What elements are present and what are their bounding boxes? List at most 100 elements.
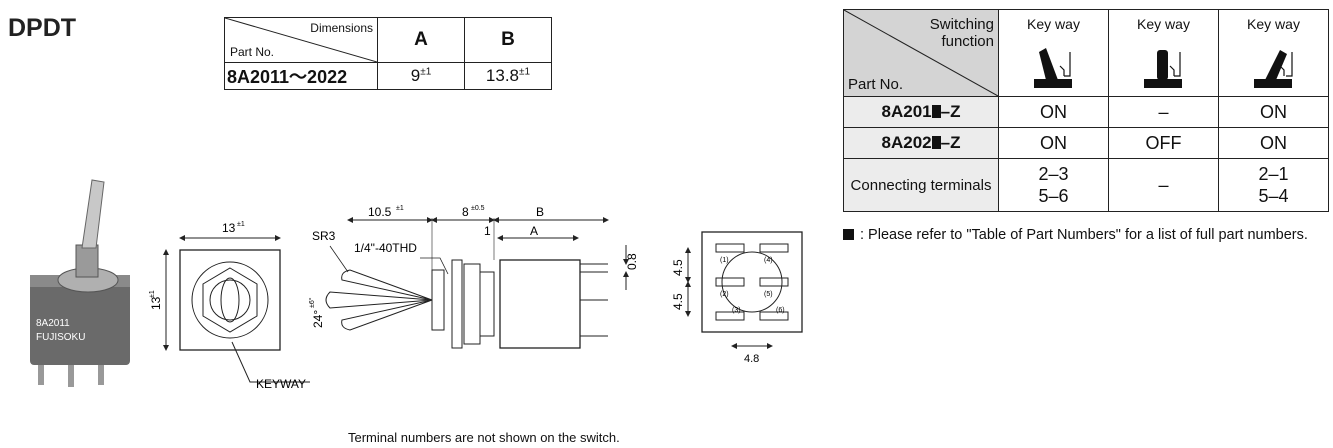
pitch-bottom-dim: 4.5 [671,293,685,310]
part-suffix: –Z [940,102,961,121]
part-number-cell-1: 8A201 –Z [843,96,999,128]
dimension-a-value: 9±1 [377,62,465,90]
switch-bushing [75,244,99,278]
lever-upper [341,269,433,301]
connecting-terminals-label: Connecting terminals [843,158,999,212]
dimensions-corner-cell: Dimensions Part No. [224,17,378,63]
front-width-dim: 13 [222,221,236,235]
corner-diagonal [225,18,377,62]
switch-photo: 8A2011 FUJISOKU [30,179,130,387]
corner-part-no-label: Part No. [230,45,275,59]
switch-print-model: 8A2011 [36,318,70,329]
technical-drawing: 8A2011 FUJISOKU 13 ±1 13 ±1 KEYWAY 10.5 … [30,179,803,391]
terminal-pad [759,277,789,287]
lever-center-icon [1144,50,1182,88]
row1-position-3: ON [1218,96,1329,128]
front-hex-nut [202,267,258,333]
hex-nut [463,263,481,345]
lever-center [325,291,433,309]
front-view: 13 ±1 13 ±1 KEYWAY [149,221,310,391]
terminal-number: (6) [776,307,785,314]
dim-a-label: A [530,224,538,238]
sr3-leader [329,245,349,273]
front-height-dim: 13 [149,296,163,310]
terminal-pin [38,365,44,385]
term-line-1: 2–1 [1258,164,1289,184]
front-height-tol: ±1 [149,290,156,298]
terminal-width-dim: 0.8 [625,253,639,270]
key-way-header-3: Key way [1218,9,1329,97]
lever-base [431,269,445,331]
terminal-pad [759,243,789,253]
terminal-pad [759,311,789,321]
part-prefix: 8A202 [881,133,932,152]
caption: Terminal numbers are not shown on the sw… [348,430,620,445]
dim-one-label: 1 [484,224,491,238]
a-value: 9 [410,66,421,85]
front-width-tol: ±1 [237,221,245,228]
lever-right-icon [1254,50,1293,88]
terminal-number: (4) [764,257,773,264]
terminals-position-2: – [1108,158,1219,212]
bushing-length-tol: ±0.5 [471,205,485,212]
bottom-view: (1) (4) (2) (5) (3) (6) 4.5 4.5 4.8 [671,231,803,365]
terminal-pad [715,277,745,287]
terminal-number: (1) [720,257,729,264]
row1-position-2: – [1108,96,1219,128]
function-word: function [941,33,994,50]
terminal-pad [715,243,745,253]
front-outline [179,249,281,351]
column-header-a: A [377,17,465,63]
footnote: : Please refer to "Table of Part Numbers… [843,226,1333,244]
key-way-label: Key way [1247,16,1300,32]
switching-part-no-label: Part No. [848,76,904,93]
footnote-text: : Please refer to "Table of Part Numbers… [860,227,1308,243]
term-line-2: 5–4 [1258,186,1289,206]
term-line-1: 2–3 [1038,164,1069,184]
square-bullet-icon [843,229,854,240]
placeholder-square-icon [931,136,941,149]
b-value: 13.8 [485,66,520,85]
lever-length-tol: ±1 [396,205,404,212]
bottom-outline [701,231,803,333]
terminal-pad [715,311,745,321]
switch-print-brand: FUJISOKU [36,332,85,343]
row2-position-3: ON [1218,127,1329,159]
part-suffix: –Z [940,133,961,152]
key-way-label: Key way [1137,16,1190,32]
a-tolerance: ±1 [420,66,432,78]
bushing-length-dim: 8 [462,205,469,219]
key-way-label: Key way [1027,16,1080,32]
lever-lower [341,299,433,331]
key-way-header-2: Key way [1108,9,1219,97]
lever-left-icon [1034,48,1072,88]
terminal-number: (2) [720,291,729,298]
dim-b-label: B [536,205,544,219]
switching-word: Switching [929,16,994,33]
corner-diagonal [844,10,998,96]
bushing [479,271,495,337]
switch-lever [81,179,105,249]
part-number-range: 8A2011〜2022 [224,62,378,90]
part-prefix: 8A201 [881,102,932,121]
switch-body [30,280,130,365]
washer [451,259,463,349]
keyway-label: KEYWAY [256,377,306,391]
term-line-2: 5–6 [1038,186,1069,206]
front-circle [191,261,269,339]
pitch-top-dim: 4.5 [671,259,685,276]
part-number-cell-2: 8A202 –Z [843,127,999,159]
column-header-b: B [464,17,552,63]
section-heading: DPDT [8,14,77,42]
row2-position-1: ON [998,127,1109,159]
side-body [499,259,581,349]
row1-position-1: ON [998,96,1109,128]
angle-tol: ±6° [308,297,316,308]
dimension-b-value: 13.8±1 [464,62,552,90]
side-view: 10.5 ±1 8 ±0.5 B A 1 SR3 1/4"-40THD 0.8 … [308,205,639,349]
lever-length-dim: 10.5 [368,205,392,219]
